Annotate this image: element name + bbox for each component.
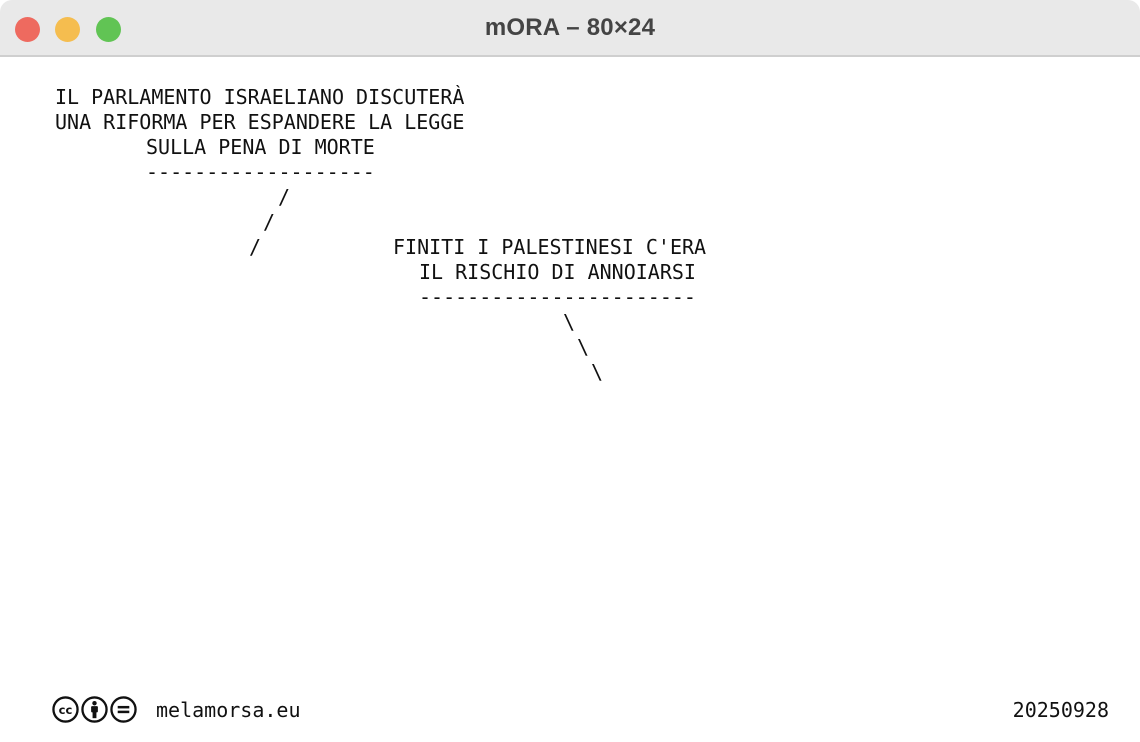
headline-line-2: UNA RIFORMA PER ESPANDERE LA LEGGE (55, 110, 465, 134)
reply-line-1: FINITI I PALESTINESI C'ERA (393, 235, 707, 259)
headline-line-3: SULLA PENA DI MORTE (146, 135, 375, 159)
backslash-1: \ (563, 310, 576, 334)
close-button[interactable] (15, 17, 40, 42)
reply-underline: ----------------------- (419, 285, 696, 309)
minimize-button[interactable] (55, 17, 80, 42)
backslash-2: \ (577, 335, 590, 359)
window-title: mORA – 80×24 (484, 14, 656, 41)
reply-line-2: IL RISCHIO DI ANNOIARSI (419, 260, 696, 284)
slash-2: / (263, 210, 276, 234)
slash-1: / (278, 185, 291, 209)
terminal-content[interactable]: IL PARLAMENTO ISRAELIANO DISCUTERÀ UNA R… (0, 57, 1140, 742)
headline-underline: ------------------- (146, 160, 375, 184)
backslash-3: \ (591, 360, 604, 384)
headline-line-1: IL PARLAMENTO ISRAELIANO DISCUTERÀ (55, 85, 465, 109)
title-bar[interactable]: mORA – 80×24 (0, 0, 1140, 57)
slash-3: / (249, 235, 262, 259)
maximize-button[interactable] (96, 17, 121, 42)
